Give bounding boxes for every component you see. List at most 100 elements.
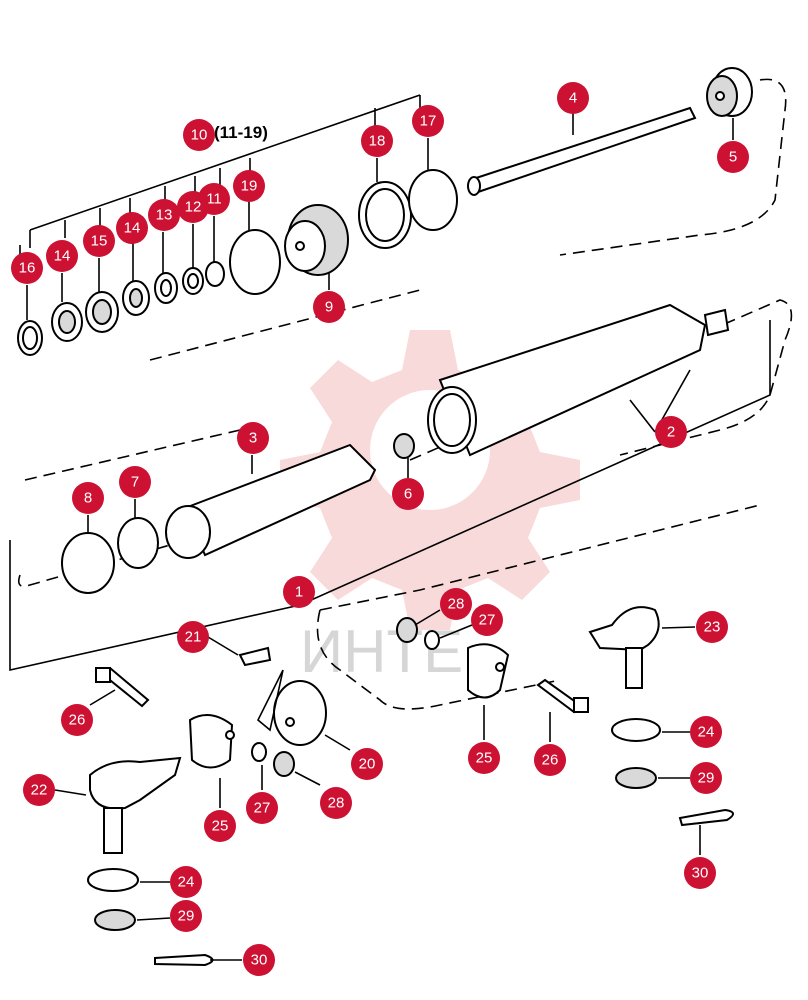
leader-lines bbox=[26, 112, 734, 961]
callout-22: 22 bbox=[23, 774, 55, 806]
callout-6: 6 bbox=[392, 478, 424, 510]
assembly-outline-middle bbox=[17, 299, 793, 588]
callout-16: 16 bbox=[11, 252, 43, 284]
callout-3: 3 bbox=[237, 422, 269, 454]
svg-text:7: 7 bbox=[131, 474, 139, 491]
ring-17 bbox=[408, 169, 458, 231]
callout-20: 20 bbox=[351, 748, 383, 780]
callout-30-left: 30 bbox=[243, 944, 275, 976]
castle-nut-29-left bbox=[94, 909, 136, 931]
callout-23: 23 bbox=[696, 611, 728, 643]
svg-text:27: 27 bbox=[254, 800, 271, 817]
callout-18: 18 bbox=[361, 125, 393, 157]
svg-text:3: 3 bbox=[249, 430, 257, 447]
nut-28-left bbox=[273, 751, 295, 777]
callout-13: 13 bbox=[148, 199, 180, 231]
callout-7: 7 bbox=[119, 466, 151, 498]
svg-text:6: 6 bbox=[404, 486, 412, 503]
tie-rod-end-22 bbox=[89, 756, 182, 854]
svg-text:27: 27 bbox=[479, 612, 496, 629]
callout-29-left: 29 bbox=[170, 900, 202, 932]
svg-text:17: 17 bbox=[420, 113, 437, 130]
svg-text:12: 12 bbox=[185, 199, 202, 216]
cylinder-2 bbox=[427, 303, 730, 457]
seal-8 bbox=[61, 532, 115, 594]
callout-25-right: 25 bbox=[468, 742, 500, 774]
svg-text:9: 9 bbox=[325, 299, 333, 316]
callout-29-right: 29 bbox=[690, 762, 722, 794]
cotter-pin-30-right bbox=[678, 808, 734, 827]
svg-text:24: 24 bbox=[698, 724, 715, 741]
svg-text:20: 20 bbox=[359, 756, 376, 773]
bolt-26-right bbox=[536, 678, 589, 714]
gland-5 bbox=[706, 67, 753, 117]
svg-text:28: 28 bbox=[448, 596, 465, 613]
lock-washer-27-left bbox=[251, 742, 267, 762]
tie-rod-end-23 bbox=[588, 606, 660, 689]
svg-text:11: 11 bbox=[206, 191, 222, 208]
svg-text:1: 1 bbox=[295, 584, 303, 601]
svg-text:24: 24 bbox=[178, 874, 195, 891]
lock-washer-27-right bbox=[424, 630, 440, 650]
callout-9: 9 bbox=[313, 291, 345, 323]
ring-18 bbox=[358, 181, 412, 249]
clamp-25-left bbox=[188, 714, 235, 769]
callout-5: 5 bbox=[717, 141, 749, 173]
callout-12: 12 bbox=[177, 191, 209, 223]
cotter-pin-30-left bbox=[154, 953, 214, 967]
callout-14-left: 14 bbox=[46, 240, 78, 272]
svg-text:15: 15 bbox=[91, 233, 108, 250]
svg-text:2: 2 bbox=[667, 424, 675, 441]
svg-text:25: 25 bbox=[212, 818, 229, 835]
clamp-plate-20 bbox=[273, 680, 327, 746]
callout-2: 2 bbox=[655, 416, 687, 448]
ring-11 bbox=[205, 261, 225, 287]
piston-9 bbox=[284, 204, 349, 276]
bearing-15 bbox=[85, 291, 119, 333]
callout-24-right: 24 bbox=[690, 716, 722, 748]
watermark-text: ИНТЕ bbox=[300, 618, 463, 685]
callout-4: 4 bbox=[557, 82, 589, 114]
washer-14-left bbox=[51, 302, 83, 342]
svg-text:19: 19 bbox=[241, 178, 258, 195]
svg-text:5: 5 bbox=[729, 149, 737, 166]
spacer-24-right bbox=[611, 718, 661, 742]
svg-text:4: 4 bbox=[569, 90, 577, 107]
svg-text:8: 8 bbox=[84, 490, 92, 507]
callout-28-left: 28 bbox=[320, 787, 352, 819]
castle-nut-29-right bbox=[615, 767, 657, 789]
seal-13 bbox=[154, 272, 178, 304]
callout-27-right: 27 bbox=[471, 604, 503, 636]
svg-text:25: 25 bbox=[476, 750, 493, 767]
svg-text:29: 29 bbox=[178, 908, 195, 925]
svg-text:30: 30 bbox=[251, 952, 268, 969]
callout-27-left: 27 bbox=[246, 792, 278, 824]
callout-28-right: 28 bbox=[440, 588, 472, 620]
grease-fitting-21 bbox=[238, 646, 272, 667]
tube-3 bbox=[165, 443, 377, 559]
svg-text:22: 22 bbox=[31, 782, 48, 799]
svg-text:30: 30 bbox=[692, 865, 709, 882]
retaining-ring-16 bbox=[17, 320, 43, 356]
callout-24-left: 24 bbox=[170, 866, 202, 898]
ring-19 bbox=[229, 229, 281, 295]
svg-text:14: 14 bbox=[54, 248, 71, 265]
svg-text:10: 10 bbox=[191, 127, 208, 144]
callout-21: 21 bbox=[177, 621, 209, 653]
callout-25-left: 25 bbox=[204, 810, 236, 842]
callout-8: 8 bbox=[72, 482, 104, 514]
spacer-24-left bbox=[87, 868, 139, 892]
svg-text:23: 23 bbox=[704, 619, 721, 636]
clamp-25-right bbox=[467, 643, 510, 699]
svg-text:18: 18 bbox=[369, 133, 386, 150]
nut-6 bbox=[393, 433, 415, 459]
callout-26-right: 26 bbox=[534, 744, 566, 776]
svg-text:21: 21 bbox=[185, 629, 202, 646]
svg-text:14: 14 bbox=[124, 220, 141, 237]
svg-text:16: 16 bbox=[19, 260, 36, 277]
callout-1: 1 bbox=[283, 576, 315, 608]
callout-17: 17 bbox=[412, 105, 444, 137]
svg-text:13: 13 bbox=[156, 207, 173, 224]
